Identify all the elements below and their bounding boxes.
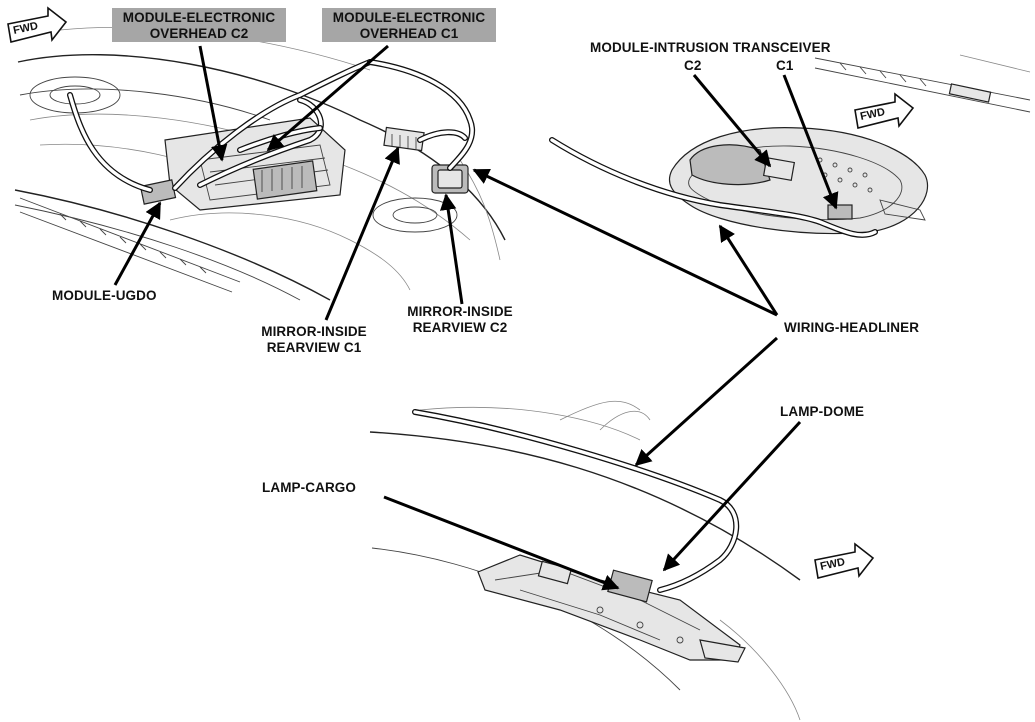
label-intrusion-c1: C1 (776, 58, 794, 73)
rear-trim-slots (839, 62, 992, 103)
label-intrusion-c2: C2 (684, 58, 701, 73)
svg-text:REARVIEW C1: REARVIEW C1 (267, 340, 362, 355)
label-module-ugdo: MODULE-UGDO (52, 288, 157, 303)
label-highlight-box (322, 8, 496, 42)
label-module-intrusion-transceiver: MODULE-INTRUSION TRANSCEIVER (590, 40, 831, 55)
leader-lines (113, 44, 839, 591)
label-highlight-box (112, 8, 286, 42)
label-lamp-cargo: LAMP-CARGO (262, 480, 356, 495)
svg-text:OVERHEAD C2: OVERHEAD C2 (150, 26, 249, 41)
intrusion-module-view (549, 54, 1031, 238)
svg-text:OVERHEAD C1: OVERHEAD C1 (360, 26, 459, 41)
svg-text:MIRROR-INSIDE: MIRROR-INSIDE (407, 304, 513, 319)
ugdo-connector (139, 179, 177, 205)
rear-lamp-view (369, 400, 801, 721)
label-lamp-dome: LAMP-DOME (780, 404, 864, 419)
fwd-arrow-icon: FWD (854, 92, 915, 129)
vent-grille (59, 213, 207, 274)
svg-text:FWD: FWD (819, 556, 846, 573)
fwd-arrow-icon: FWD (7, 6, 68, 43)
svg-text:FWD: FWD (859, 106, 886, 123)
label-wiring-headliner: WIRING-HEADLINER (784, 320, 919, 335)
label-module-electronic-overhead-c2: MODULE-ELECTRONIC OVERHEAD C2 (112, 8, 286, 42)
fwd-arrow-icon: FWD (814, 542, 875, 579)
svg-text:REARVIEW C2: REARVIEW C2 (413, 320, 508, 335)
label-module-electronic-overhead-c1: MODULE-ELECTRONIC OVERHEAD C1 (322, 8, 496, 42)
front-headliner-view (14, 27, 506, 301)
svg-text:MODULE-ELECTRONIC: MODULE-ELECTRONIC (333, 10, 486, 25)
svg-text:MIRROR-INSIDE: MIRROR-INSIDE (261, 324, 367, 339)
label-mirror-inside-rearview-c1: MIRROR-INSIDE REARVIEW C1 (261, 324, 367, 355)
svg-text:MODULE-ELECTRONIC: MODULE-ELECTRONIC (123, 10, 276, 25)
svg-text:FWD: FWD (12, 20, 39, 37)
label-mirror-inside-rearview-c2: MIRROR-INSIDE REARVIEW C2 (407, 304, 513, 335)
